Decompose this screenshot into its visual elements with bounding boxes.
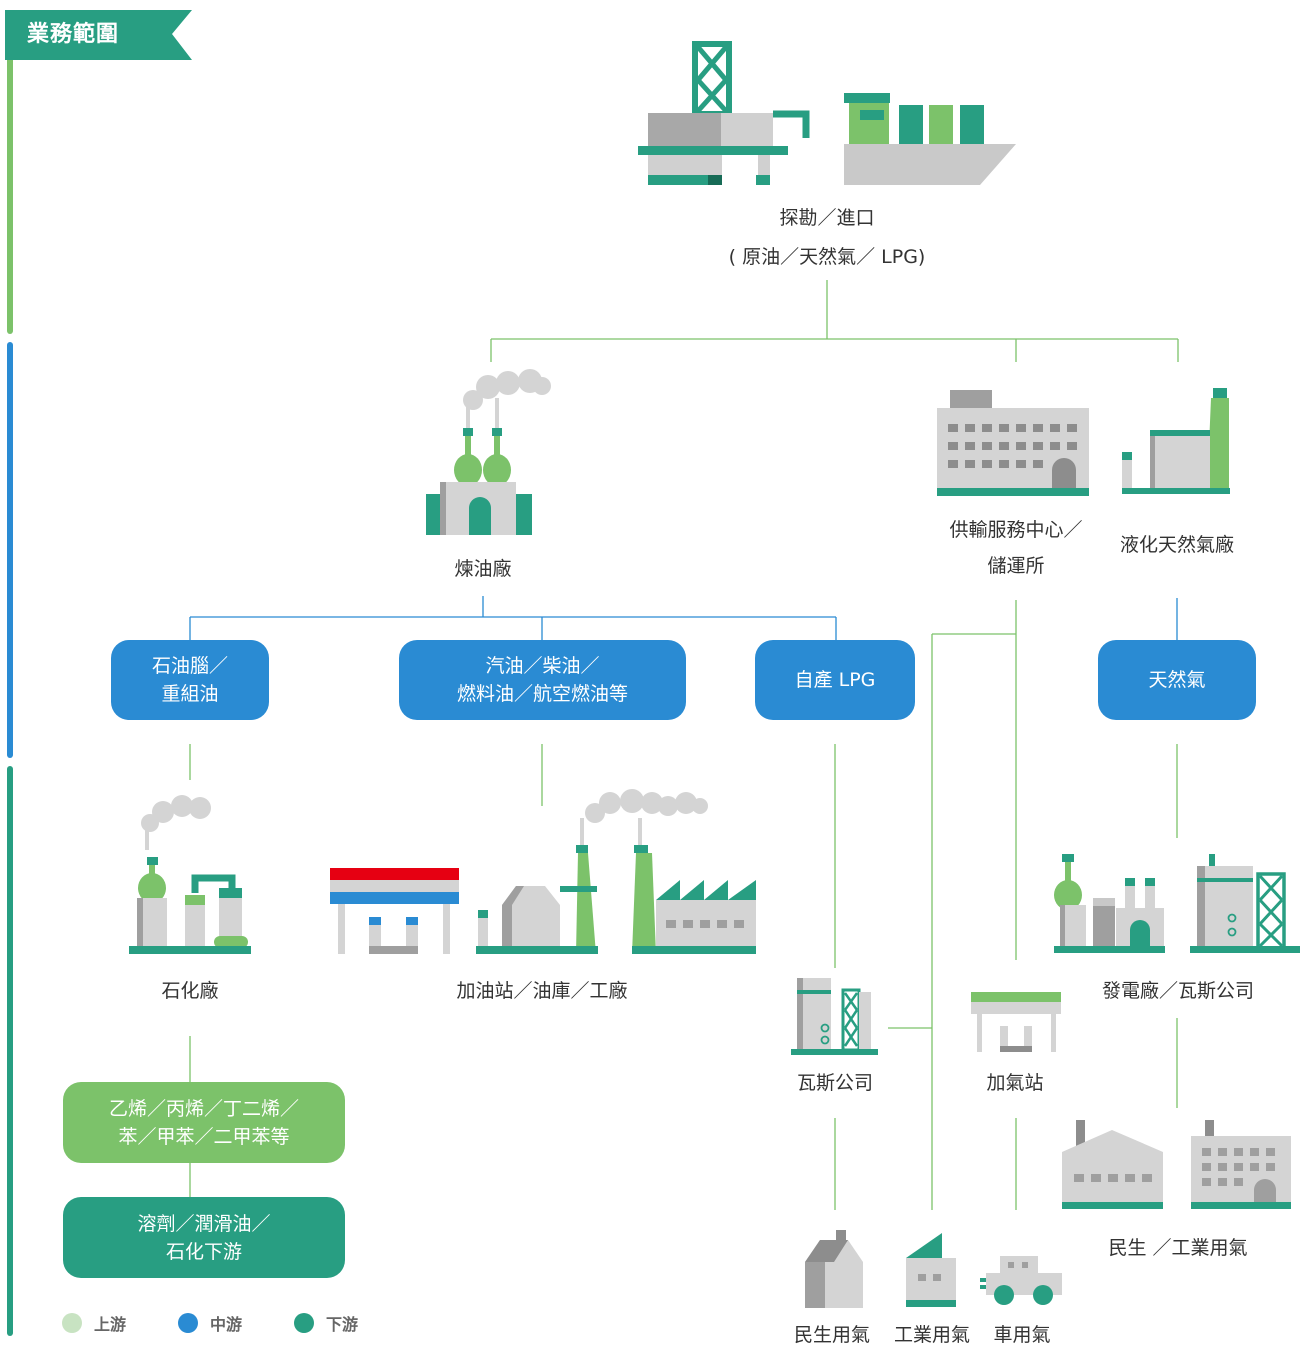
naphtha-box-line2: 重組油 bbox=[161, 683, 219, 705]
olefins-box-line2: 苯／甲苯／二甲苯等 bbox=[118, 1125, 290, 1148]
upstream-bar bbox=[7, 42, 13, 334]
connectors-top bbox=[490, 280, 1179, 362]
lpg-box: 自產 LPG bbox=[755, 640, 915, 720]
natural-gas-box-label: 天然氣 bbox=[1148, 669, 1206, 691]
refinery-label: 煉油廠 bbox=[454, 558, 512, 580]
natural-gas-box: 天然氣 bbox=[1098, 640, 1256, 720]
gas-company-label: 瓦斯公司 bbox=[796, 1072, 873, 1094]
supply-center-label-1: 供輸服務中心／ bbox=[949, 519, 1083, 541]
gas-station-label: 加油站／油庫／工廠 bbox=[456, 980, 628, 1002]
solvents-box: 溶劑／潤滑油／ 石化下游 bbox=[63, 1197, 345, 1278]
fuels-box: 汽油／柴油／ 燃料油／航空燃油等 bbox=[399, 640, 686, 720]
solvents-box-line2: 石化下游 bbox=[165, 1240, 242, 1263]
olefins-box-line1: 乙烯／丙烯／丁二烯／ bbox=[108, 1097, 299, 1120]
legend-upstream: 上游 bbox=[62, 1311, 126, 1335]
downstream-bar bbox=[7, 766, 13, 1336]
source-label-1: 探勘／進口 bbox=[779, 207, 875, 229]
power-plant-icon bbox=[1054, 854, 1165, 953]
connectors-refinery bbox=[189, 596, 1178, 640]
house-icon bbox=[805, 1230, 863, 1308]
gas-station-icon bbox=[330, 868, 459, 954]
banner-flag bbox=[5, 10, 192, 60]
source-label-2: ( 原油／天然氣／ LPG) bbox=[728, 246, 926, 268]
lng-plant-icon bbox=[1122, 388, 1230, 494]
naphtha-box-line1: 石油腦／ bbox=[151, 655, 228, 677]
offshore-rig-icon bbox=[638, 41, 810, 185]
lpg-box-label: 自產 LPG bbox=[794, 669, 876, 691]
legend-midstream-label: 中游 bbox=[210, 1315, 243, 1334]
supply-center-label-2: 儲運所 bbox=[987, 555, 1045, 577]
civil-gas-label: 民生用氣 bbox=[793, 1324, 870, 1346]
power-plant-label: 發電廠／瓦斯公司 bbox=[1101, 980, 1254, 1002]
gas-company-icon bbox=[791, 978, 878, 1055]
industrial-gas-label: 工業用氣 bbox=[893, 1324, 970, 1346]
vehicle-gas-label: 車用氣 bbox=[993, 1324, 1051, 1346]
lpg-station-icon bbox=[971, 992, 1061, 1052]
gas-holder-icon bbox=[1190, 854, 1300, 953]
supply-center-icon bbox=[937, 390, 1089, 496]
petrochem-plant-label: 石化廠 bbox=[161, 980, 219, 1002]
legend-midstream: 中游 bbox=[178, 1311, 242, 1335]
lpg-station-label: 加氣站 bbox=[986, 1072, 1044, 1094]
midstream-bar bbox=[7, 342, 13, 758]
car-icon bbox=[980, 1256, 1062, 1305]
oil-depot-icon bbox=[476, 789, 756, 954]
naphtha-box: 石油腦／ 重組油 bbox=[111, 640, 269, 720]
connectors-downstream bbox=[189, 600, 1178, 1210]
fuels-box-line1: 汽油／柴油／ bbox=[485, 655, 600, 677]
tanker-ship-icon bbox=[844, 93, 1016, 185]
lng-plant-label: 液化天然氣廠 bbox=[1119, 534, 1234, 556]
olefins-box: 乙烯／丙烯／丁二烯／ 苯／甲苯／二甲苯等 bbox=[63, 1082, 345, 1163]
petrochem-plant-icon bbox=[129, 795, 251, 954]
legend-downstream: 下游 bbox=[294, 1311, 358, 1335]
fuels-box-line2: 燃料油／航空燃油等 bbox=[456, 683, 628, 705]
civil-industrial-icon bbox=[1062, 1120, 1291, 1209]
civil-industrial-label: 民生 ／工業用氣 bbox=[1108, 1237, 1248, 1259]
legend-midstream-dot bbox=[178, 1313, 198, 1333]
refinery-icon bbox=[426, 369, 551, 535]
banner-title: 業務範圍 bbox=[27, 22, 120, 47]
legend-downstream-label: 下游 bbox=[326, 1315, 359, 1334]
legend-upstream-dot bbox=[62, 1313, 82, 1333]
small-factory-icon bbox=[906, 1233, 956, 1307]
solvents-box-line1: 溶劑／潤滑油／ bbox=[137, 1212, 271, 1235]
legend-downstream-dot bbox=[294, 1313, 314, 1333]
legend-upstream-label: 上游 bbox=[94, 1315, 127, 1334]
